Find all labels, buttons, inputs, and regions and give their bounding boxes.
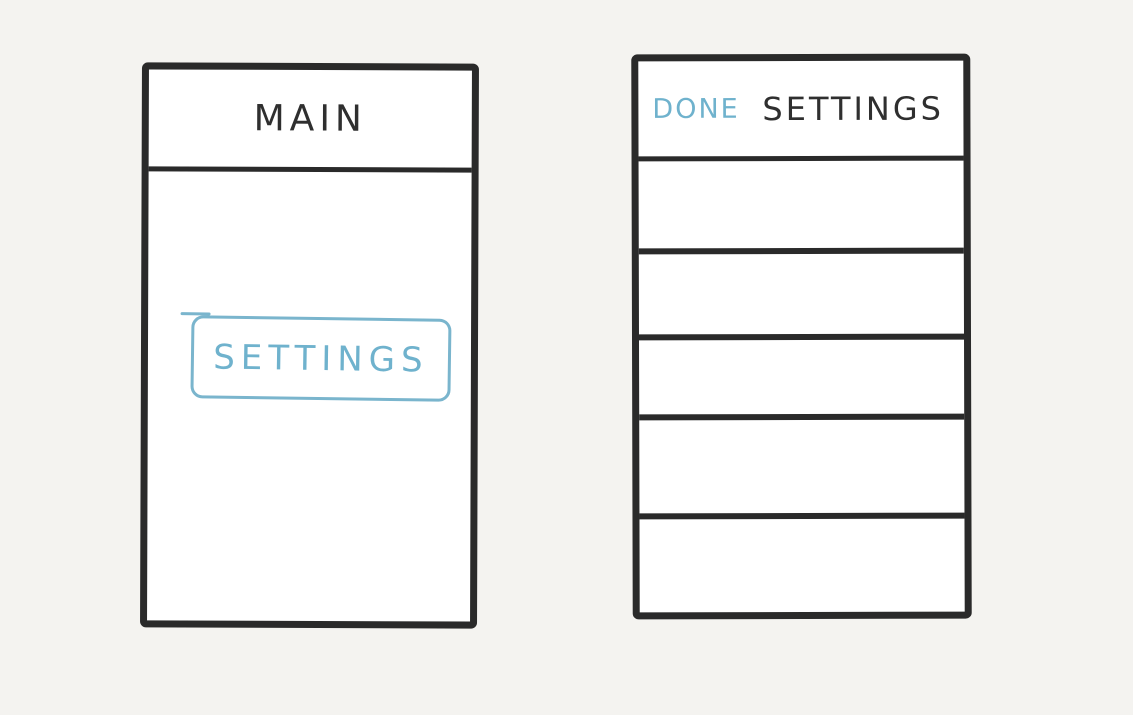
main-header: MAIN [148, 69, 472, 173]
settings-title: SETTINGS [762, 89, 944, 128]
main-title: MAIN [253, 97, 367, 140]
settings-row[interactable] [638, 162, 964, 255]
settings-row[interactable] [639, 339, 965, 421]
settings-screen-wireframe: DONE SETTINGS [631, 53, 972, 620]
settings-header: DONE SETTINGS [638, 60, 964, 162]
settings-row[interactable] [638, 253, 965, 341]
settings-button[interactable]: SETTINGS [190, 315, 452, 402]
main-screen-wireframe: MAIN SETTINGS [140, 62, 479, 629]
settings-row[interactable] [639, 419, 965, 520]
done-button[interactable]: DONE [652, 93, 740, 125]
settings-row[interactable] [639, 519, 964, 613]
